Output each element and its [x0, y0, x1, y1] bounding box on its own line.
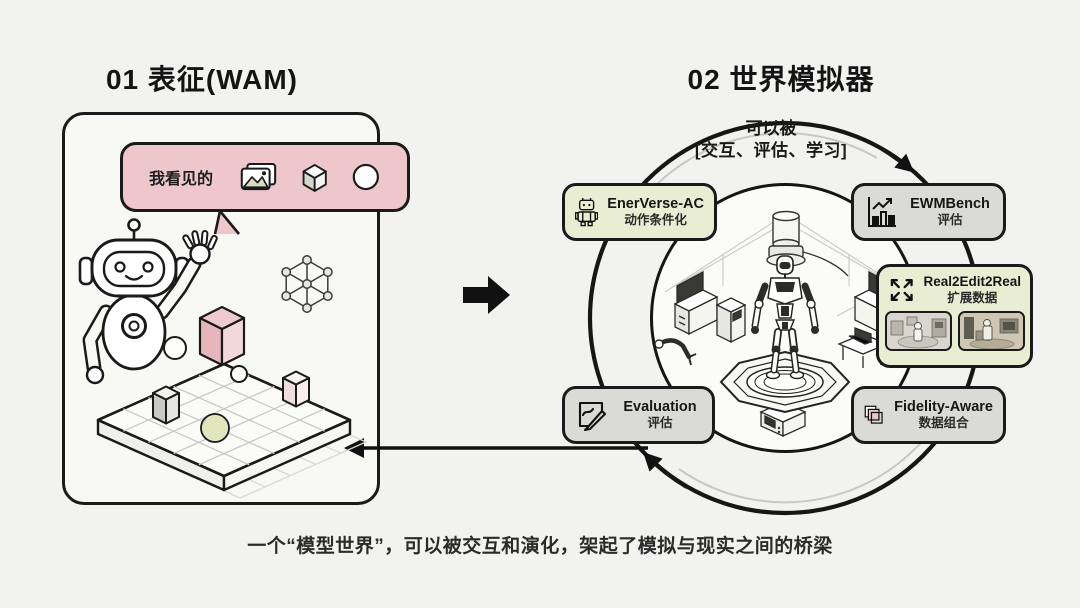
small-sphere [230, 365, 248, 383]
wam-illustration [78, 218, 368, 499]
waving-arm [154, 230, 218, 320]
cycle-label: 可以被 [交互、评估、学习] [640, 118, 902, 163]
right-section-title: 02 世界模拟器 [687, 64, 875, 95]
lab-illustration [654, 210, 917, 438]
stacked-layers-icon [864, 405, 883, 424]
node-enerverse-ac: EnerVerse-AC 动作条件化 [562, 183, 717, 241]
waving-robot [78, 218, 218, 385]
robot-icon [575, 198, 599, 227]
bubble-label: 我看见的 [149, 171, 214, 188]
graph-network-icon [281, 255, 333, 313]
white-cube [282, 370, 310, 408]
cube-icon [302, 164, 327, 192]
humanoid-robot [751, 255, 819, 380]
speech-bubble: 我看见的 [120, 142, 410, 212]
left-section-title: 01 表征(WAM) [105, 64, 298, 95]
speech-bubble-tail [213, 210, 241, 235]
green-sphere [200, 413, 230, 443]
chart-pencil-icon [578, 401, 607, 432]
node-real2edit2real: Real2Edit2Real 扩展数据 [876, 264, 1033, 368]
forward-arrow [463, 276, 510, 314]
cycle-label-line2: [交互、评估、学习] [694, 141, 848, 161]
node-subtitle: 评估 [647, 416, 673, 431]
node-ewmbench: EWMBench 评估 [851, 183, 1006, 241]
node-subtitle: 评估 [937, 213, 963, 228]
node-title: Real2Edit2Real [923, 274, 1021, 289]
node-fidelity-aware: Fidelity-Aware 数据组合 [851, 386, 1006, 444]
node-subtitle: 扩展数据 [947, 290, 998, 305]
expand-arrows-icon [890, 279, 913, 302]
platform [719, 350, 851, 414]
left-arm [82, 304, 114, 385]
gray-cube [152, 385, 180, 425]
node-title: Fidelity-Aware [894, 399, 993, 416]
node-title: Evaluation [623, 399, 697, 416]
robot-scene-thumbnail-1 [884, 310, 952, 351]
node-title: EWMBench [910, 196, 990, 213]
circle-icon [353, 163, 380, 191]
node-subtitle: 动作条件化 [624, 213, 687, 228]
robot-face [102, 250, 166, 288]
caption: 一个“模型世界”，可以被交互和演化，架起了模拟与现实之间的桥梁 [247, 536, 833, 557]
photo-icon [240, 163, 277, 191]
robot-arm-left [654, 338, 697, 366]
robot-scene-thumbnail-2 [957, 310, 1025, 351]
node-title: EnerVerse-AC [607, 196, 704, 213]
bar-chart-icon [868, 197, 896, 227]
cycle-label-line1: 可以被 [745, 119, 797, 138]
monitor-station [673, 270, 719, 336]
node-subtitle: 数据组合 [918, 416, 969, 431]
node-evaluation: Evaluation 评估 [562, 386, 715, 444]
cabinet [715, 297, 747, 344]
thumbnail-row [884, 310, 1025, 351]
white-sphere [163, 336, 187, 360]
pink-cube [198, 305, 246, 367]
grid-lines [122, 374, 326, 466]
